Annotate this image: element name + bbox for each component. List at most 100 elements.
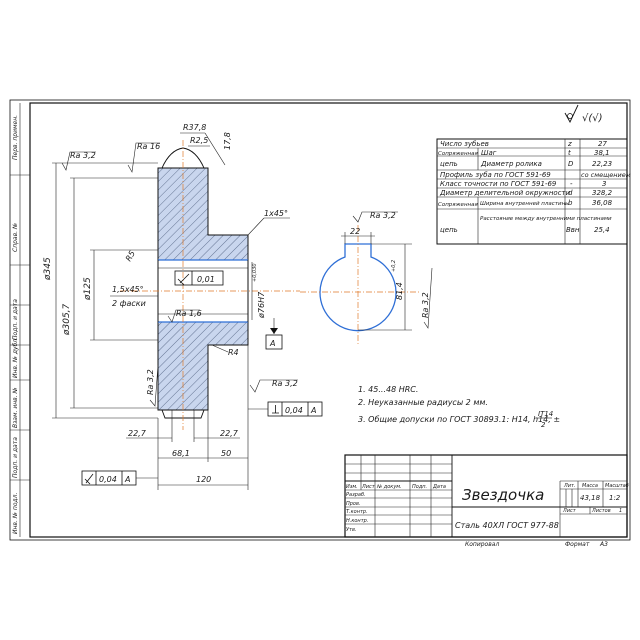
ra-bore: Ra 1,6 xyxy=(176,309,202,318)
bottom-value: 0,04 xyxy=(99,475,117,484)
param-val-0: 27 xyxy=(598,140,607,148)
tb-format-val: А3 xyxy=(599,541,608,548)
section-dimensions: ø345 ø305,7 ø125 ø76H7 +0,030 R37,8 R2,5… xyxy=(43,123,290,490)
dim-d178: 17,8 xyxy=(223,132,232,150)
side-label-5: Подп. и дата xyxy=(12,437,19,478)
left-side-strip: Перв. примен. Справ. № Подп. и дата Инв.… xyxy=(10,103,30,537)
dim-chamfer-top: 1х45° xyxy=(264,209,288,218)
tb-nkontr: Н.контр. xyxy=(346,518,368,524)
param-val-5: 328,2 xyxy=(592,189,613,197)
dim-d345: ø345 xyxy=(43,257,53,281)
param-val-3: со смещением xyxy=(581,171,631,179)
dim-keyway-h: 81,4 xyxy=(395,282,404,300)
ra-keyway-side: Ra 3,2 xyxy=(421,292,430,318)
datum-frame xyxy=(265,334,283,350)
dim-bore-tol: +0,030 xyxy=(252,263,258,282)
tolerance-frames: 0,01 0,04 A 0,04 A A xyxy=(81,270,323,486)
dim-w227a: 22,7 xyxy=(128,429,147,438)
parameters-frame xyxy=(436,138,628,245)
dim-bore: ø76H7 xyxy=(257,291,266,319)
param-sub-1: Шаг xyxy=(481,149,497,157)
dim-r25: R2,5 xyxy=(190,136,208,145)
param-label-4: Класс точности по ГОСТ 591-69 xyxy=(440,180,557,188)
dim-keyway-w: 22 xyxy=(350,227,360,236)
param-sym-2: D xyxy=(568,160,574,168)
param-sym-5: d xyxy=(568,189,573,197)
tb-prov: Пров. xyxy=(346,501,361,507)
tb-copied: Копировал xyxy=(465,541,499,548)
sheet-roughness-text: √(√) xyxy=(582,113,603,124)
outer-frame xyxy=(9,99,631,541)
dim-chamfer-bore: 1,5х45° xyxy=(112,285,144,294)
section-upper-half xyxy=(157,167,249,261)
inner-frame xyxy=(29,102,628,538)
dim-w681: 68,1 xyxy=(172,449,190,458)
param-label-0: Число зубьев xyxy=(440,140,489,148)
ra-right: Ra 3,2 xyxy=(272,379,298,388)
datum-label: A xyxy=(269,339,275,348)
param-sub-6: Ширина внутренней пластины xyxy=(480,201,570,207)
ra-left: Ra 3,2 xyxy=(146,369,155,395)
title-block: Изм. Лист № докум. Подп. Дата Разраб. Пр… xyxy=(344,454,629,548)
dim-r378: R37,8 xyxy=(183,123,206,132)
side-label-2: Подп. и дата xyxy=(12,299,19,340)
tb-sheets-h: Листов xyxy=(591,508,611,514)
param-label-7: цепь xyxy=(440,226,458,234)
side-label-0: Перв. примен. xyxy=(12,115,19,160)
note-1: 2. Неуказанные радиусы 2 мм. xyxy=(358,398,488,407)
param-label-2: цепь xyxy=(440,160,458,168)
dim-d3057: ø305,7 xyxy=(62,303,72,336)
param-sym-0: z xyxy=(567,140,572,148)
side-label-3: Инв. № дубл. xyxy=(12,337,19,378)
dim-keyway-tol: +0,2 xyxy=(391,260,397,272)
param-label-3: Профиль зуба по ГОСТ 591-69 xyxy=(440,171,551,179)
note-0: 1. 45...48 HRC. xyxy=(358,385,418,394)
param-label-6: Сопряженная xyxy=(438,202,479,208)
tb-utv: Утв. xyxy=(346,527,357,533)
side-label-1: Справ. № xyxy=(12,223,19,252)
tb-sheets: 1 xyxy=(619,508,622,514)
runout-value: 0,01 xyxy=(197,275,215,284)
param-sub-2: Диаметр ролика xyxy=(480,160,542,168)
param-sym-7: Bвн xyxy=(566,226,580,234)
tb-material: Сталь 40ХЛ ГОСТ 977-88 xyxy=(455,521,559,530)
param-sub-7: Расстояние между внутренними пластинами xyxy=(480,216,612,222)
note-2: 3. Общие допуски по ГОСТ 30893.1: H14, h… xyxy=(358,415,560,424)
param-val-4: 3 xyxy=(602,180,606,188)
tb-part-name: Звездочка xyxy=(462,486,544,504)
dim-w50: 50 xyxy=(221,449,231,458)
section-roughness: Ra 3,2 Ra 16 Ra 1,6 Ra 3,2 Ra 3,2 xyxy=(61,142,298,407)
dim-w120: 120 xyxy=(196,475,211,484)
dim-r4: R4 xyxy=(228,348,239,357)
param-label-5: Диаметр делительной окружности xyxy=(439,189,571,197)
note-frac-den: 2 xyxy=(541,421,546,429)
param-val-1: 38,1 xyxy=(594,149,610,157)
side-label-4: Взам. инв. № xyxy=(12,387,19,428)
tb-razrab: Разраб. xyxy=(346,492,366,498)
param-sym-6: b xyxy=(568,199,573,207)
sheet-roughness-symbol: √(√) xyxy=(564,104,603,124)
param-sym-1: t xyxy=(568,149,571,157)
ra-top: Ra 16 xyxy=(137,142,160,151)
title-block-frame xyxy=(344,454,628,538)
runout-frame xyxy=(174,270,224,286)
tb-scale: 1:2 xyxy=(609,494,621,502)
ra-keyway: Ra 3,2 xyxy=(370,211,396,220)
side-label-6: Инв. № подл. xyxy=(12,493,19,534)
tb-mass-h: Масса xyxy=(582,483,598,489)
tb-ndok: № докум. xyxy=(376,484,402,490)
tb-mass: 43,18 xyxy=(580,494,601,502)
dim-r5: R5 xyxy=(124,249,137,263)
tb-podp: Подп. xyxy=(412,484,427,490)
tb-sheet-h: Лист xyxy=(562,508,577,514)
note-frac-num: IT14 xyxy=(538,410,553,418)
tb-tkontr: Т.контр. xyxy=(346,509,368,515)
perp-datum: A xyxy=(310,406,316,415)
param-val-2: 22,23 xyxy=(592,160,612,168)
dim-w227b: 22,7 xyxy=(220,429,239,438)
param-val-7: 25,4 xyxy=(594,226,610,234)
tb-scale-h: Масштаб xyxy=(605,483,629,489)
section-lower-half xyxy=(157,321,249,411)
param-label-1: Сопряженная xyxy=(438,151,479,157)
